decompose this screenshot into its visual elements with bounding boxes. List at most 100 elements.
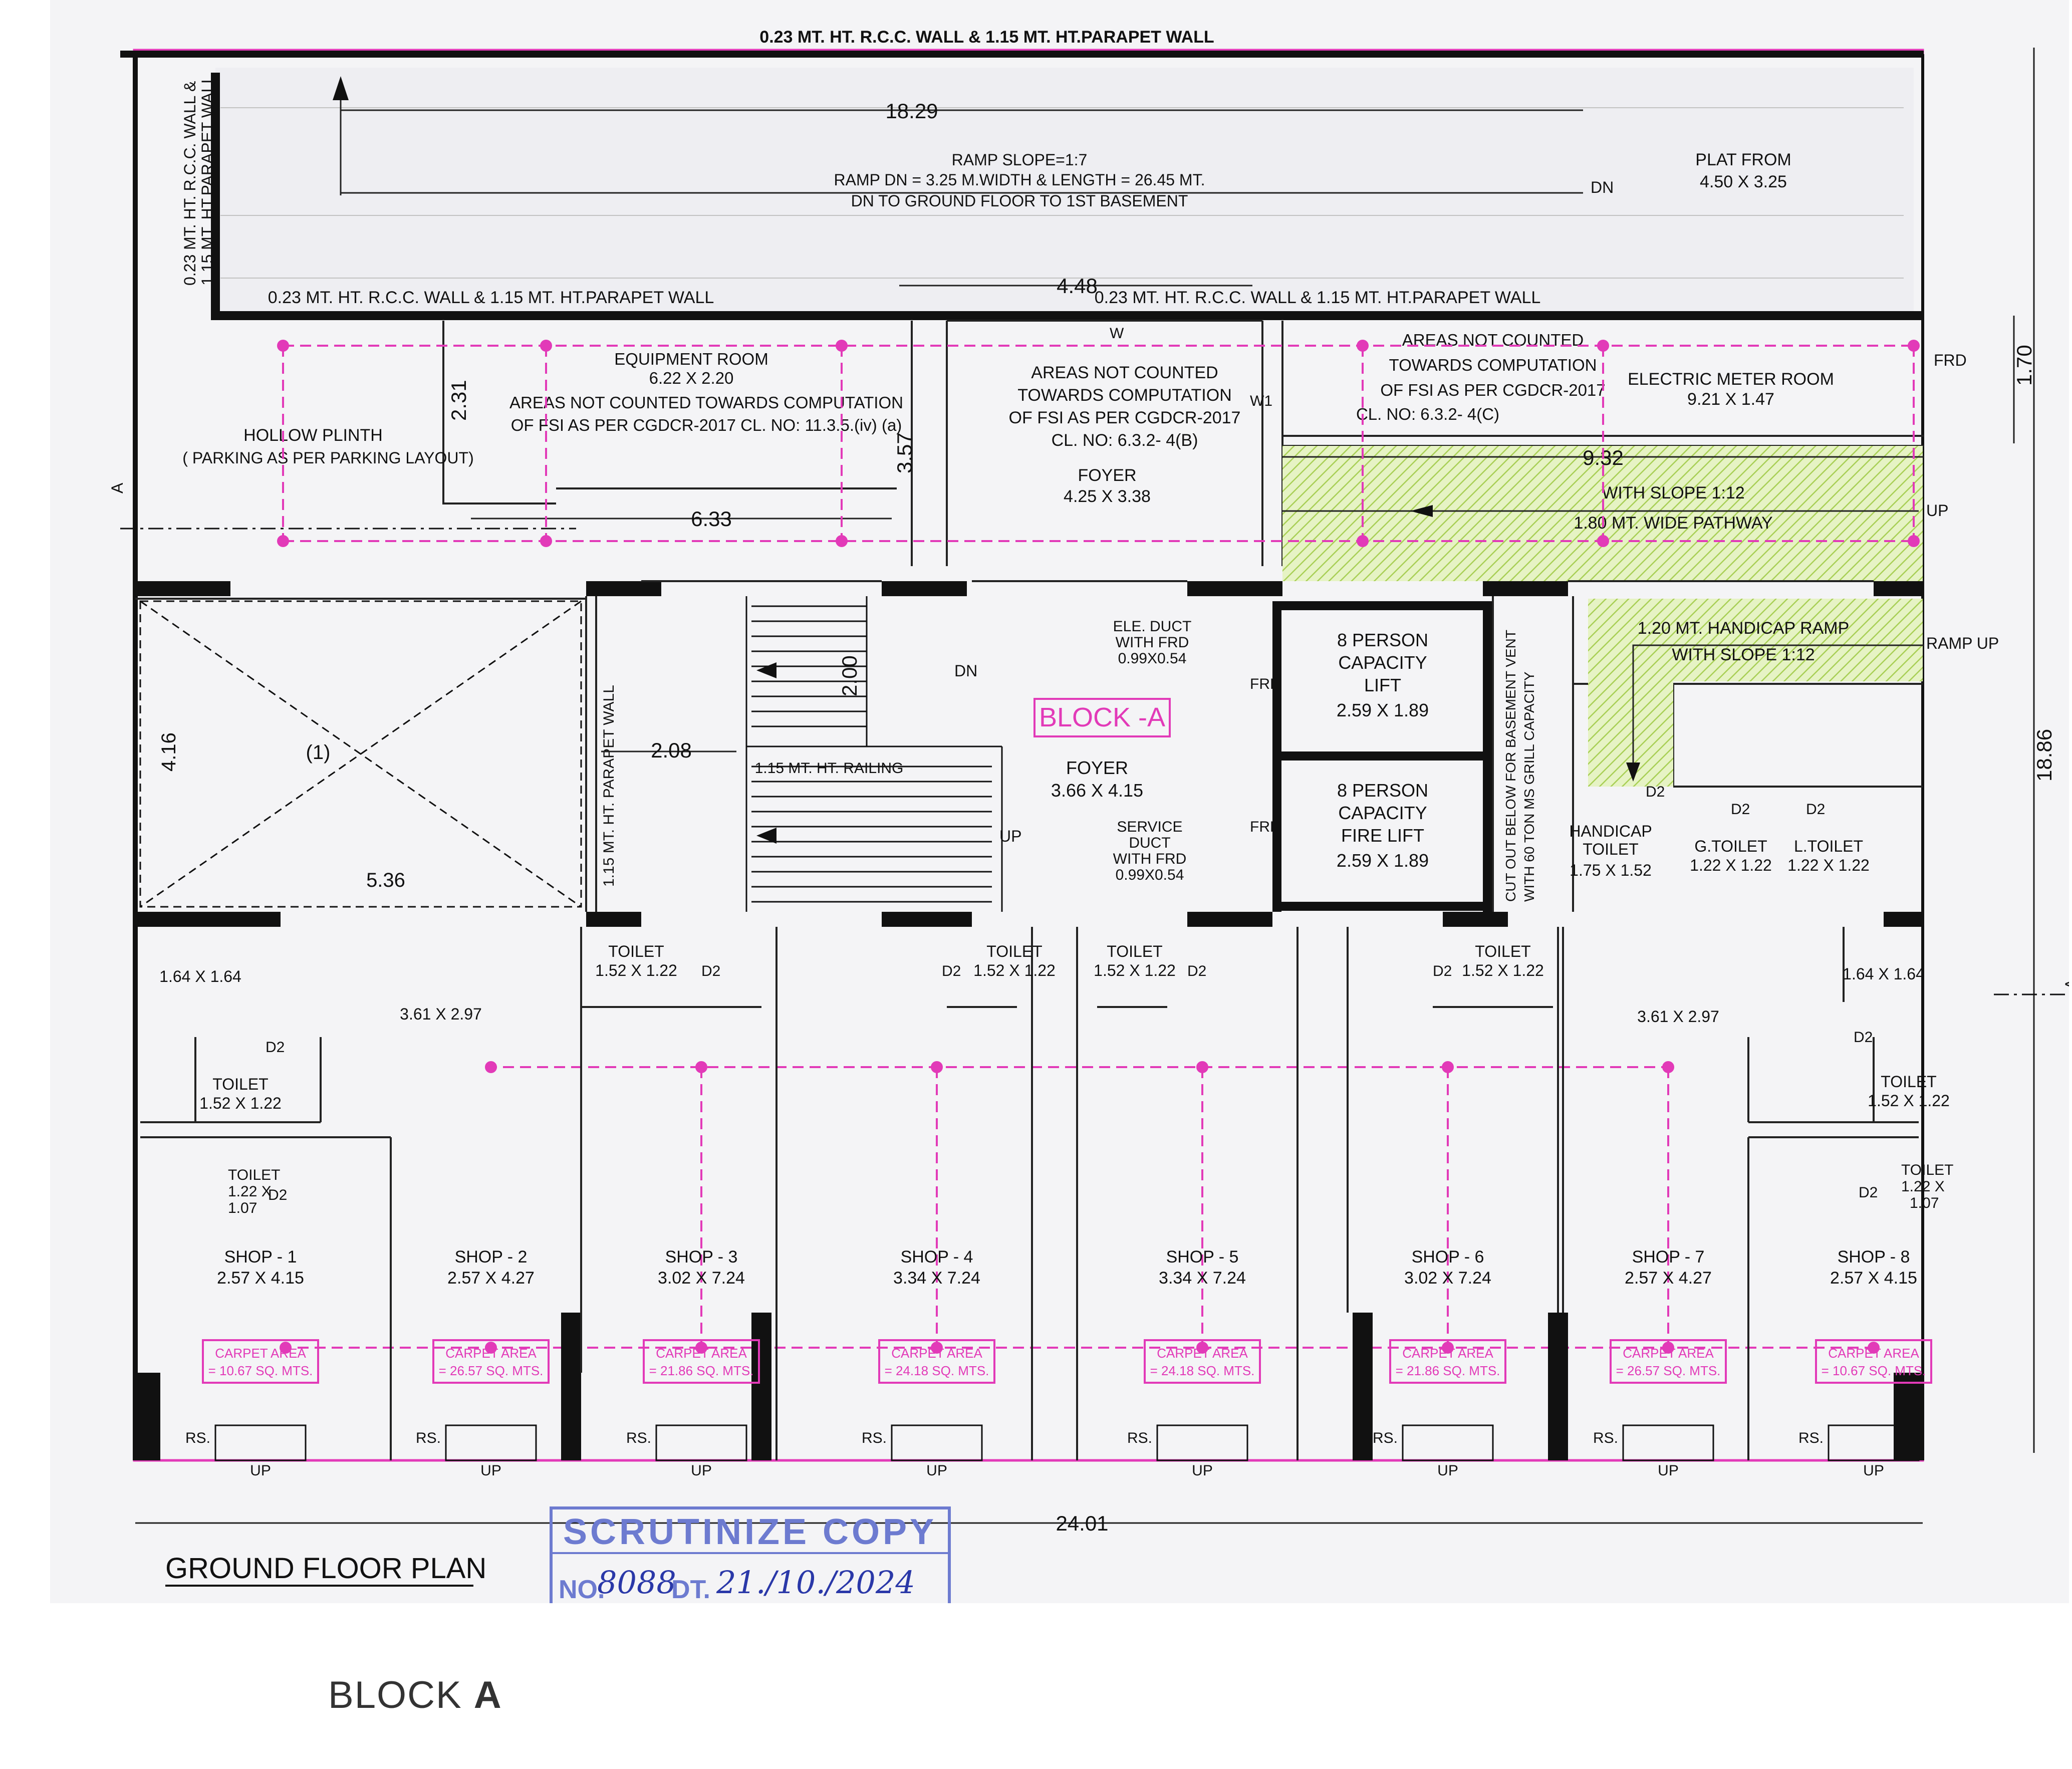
stair-railing: 1.15 MT. HT. RAILING (755, 760, 904, 777)
cutout-l2: WITH 60 TON MS GRILL CAPACITY (1521, 671, 1537, 902)
center-size-left: 3.61 X 2.97 (400, 1005, 482, 1023)
carpet-area-label: CARPET AREA (1402, 1346, 1493, 1361)
tag-frd-meter: FRD (1934, 351, 1967, 369)
lift2-l2: CAPACITY (1338, 803, 1427, 823)
lift1-size: 2.59 X 1.89 (1337, 700, 1429, 720)
toilet-right2-size-b: 1.07 (1910, 1195, 1939, 1211)
ramp-wall (211, 73, 1924, 320)
carpet-area-box (643, 1339, 760, 1384)
stamp-date: 21./10./2024 (716, 1564, 915, 1601)
carpet-area-box (1389, 1339, 1506, 1384)
handicap-ramp-slope: WITH SLOPE 1:12 (1672, 645, 1815, 664)
tag-frd-lift2: FRD (1250, 819, 1281, 835)
foyer-mid-title: FOYER (1066, 757, 1128, 778)
core-walls (135, 581, 1923, 927)
column-markers (277, 340, 1920, 1354)
shop-size: 2.57 X 4.15 (1830, 1269, 1917, 1288)
meter-size: 9.21 X 1.47 (1687, 390, 1774, 409)
shop-size: 3.02 X 7.24 (1404, 1269, 1491, 1288)
hollow-note: ( PARKING AS PER PARKING LAYOUT) (182, 449, 473, 467)
handicap-ramp-arrow (1632, 644, 1924, 772)
dim-633: 6.33 (691, 507, 732, 531)
tag-d2-tl: D2 (266, 1039, 285, 1056)
stair-dn: DN (954, 662, 977, 680)
dim-170: 1.70 (2012, 345, 2036, 386)
toilet-right-size: 1.52 X 1.22 (1868, 1092, 1950, 1110)
shop-step (1828, 1424, 1920, 1461)
dim-2401: 24.01 (1056, 1511, 1108, 1535)
carpet-area-box (1144, 1339, 1261, 1384)
hollow-title: HOLLOW PLINTH (243, 426, 383, 445)
tag-d2-l: D2 (1806, 801, 1825, 818)
shop-name: SHOP - 3 (665, 1247, 738, 1267)
shop-up-label: UP (1192, 1462, 1213, 1479)
stamp-title: SCRUTINIZE COPY (563, 1512, 937, 1552)
ramp-dn-short: DN (1591, 178, 1614, 196)
shop-rs-label: RS. (1798, 1430, 1824, 1446)
stamp-no-label: NO. (559, 1575, 605, 1603)
dim-357: 3.57 (893, 432, 916, 473)
stamp-no: 8088 (597, 1564, 676, 1601)
dim-536: 5.36 (366, 869, 405, 891)
shop-size: 3.02 X 7.24 (658, 1269, 745, 1288)
shop-name: SHOP - 5 (1166, 1247, 1239, 1267)
toilet-s6-size: 1.52 X 1.22 (1462, 961, 1544, 979)
shop-name: SHOP - 2 (455, 1247, 528, 1267)
shop-partitions (140, 927, 1919, 1460)
service-duct-l2: DUCT (1129, 835, 1170, 851)
service-duct-l4: 0.99X0.54 (1116, 867, 1184, 883)
shop-size: 3.34 X 7.24 (893, 1269, 980, 1288)
tag-d2-s3: D2 (701, 963, 720, 979)
lift2-l3: FIRE LIFT (1341, 825, 1424, 846)
toilet-s4-title: TOILET (986, 942, 1042, 960)
void-panel (139, 600, 582, 908)
toilet-left-title: TOILET (212, 1075, 268, 1093)
block-label-box (1033, 698, 1171, 737)
ramp-dn: RAMP DN = 3.25 M.WIDTH & LENGTH = 26.45 … (834, 171, 1205, 189)
stamp-box (550, 1506, 951, 1603)
pathway-slope: WITH SLOPE 1:12 (1602, 483, 1744, 502)
lift1-l3: LIFT (1364, 675, 1401, 695)
toilet-s6-title: TOILET (1475, 942, 1530, 960)
dim-200: 2.00 (838, 655, 861, 696)
service-duct-l1: SERVICE (1117, 819, 1182, 835)
shop-size: 2.57 X 4.15 (217, 1269, 304, 1288)
toilet-s5-title: TOILET (1107, 942, 1162, 960)
service-duct-l3: WITH FRD (1113, 851, 1187, 867)
carpet-area-value: = 24.18 SQ. MTS. (885, 1363, 989, 1378)
toilet-left2-title: TOILET (228, 1167, 280, 1183)
l-toilet-size: 1.22 X 1.22 (1787, 856, 1870, 874)
carpet-area-value: = 24.18 SQ. MTS. (1150, 1363, 1255, 1378)
carpet-area-value: = 10.67 SQ. MTS. (1822, 1363, 1926, 1378)
shop-rs-label: RS. (1373, 1430, 1398, 1446)
stair-up-arrow (756, 828, 776, 844)
shop-rs-label: RS. (416, 1430, 441, 1446)
carpet-area-label: CARPET AREA (215, 1346, 306, 1361)
equipment-title: EQUIPMENT ROOM (614, 350, 768, 368)
handicap-ramp-title: 1.20 MT. HANDICAP RAMP (1638, 619, 1850, 638)
void-number: (1) (306, 741, 331, 764)
equipment-note2: OF FSI AS PER CGDCR-2017 CL. NO: 11.3.5.… (511, 416, 902, 434)
foyer-top-size: 4.25 X 3.38 (1064, 487, 1151, 506)
ramp-dim: 18.29 (885, 99, 938, 123)
meter-n2: TOWARDS COMPUTATION (1389, 356, 1597, 374)
foyer-top-n2: TOWARDS COMPUTATION (1017, 386, 1232, 405)
left-wall-label-1: 0.23 MT. HT. R.C.C. WALL & (181, 81, 199, 286)
shop-up-label: UP (1658, 1462, 1679, 1479)
carpet-area-box (1815, 1339, 1932, 1384)
block-caption-letter: A (473, 1674, 502, 1716)
tag-d2-tl2: D2 (268, 1187, 287, 1203)
plat-title: PLAT FROM (1695, 150, 1791, 169)
carpet-area-label: CARPET AREA (656, 1346, 747, 1361)
carpet-area-value: = 26.57 SQ. MTS. (1616, 1363, 1721, 1378)
shop-rs-label: RS. (626, 1430, 651, 1446)
shop-name: SHOP - 1 (224, 1247, 297, 1267)
carpet-area-label: CARPET AREA (445, 1346, 537, 1361)
lift2-l1: 8 PERSON (1337, 780, 1428, 801)
shop-step (1156, 1424, 1248, 1461)
